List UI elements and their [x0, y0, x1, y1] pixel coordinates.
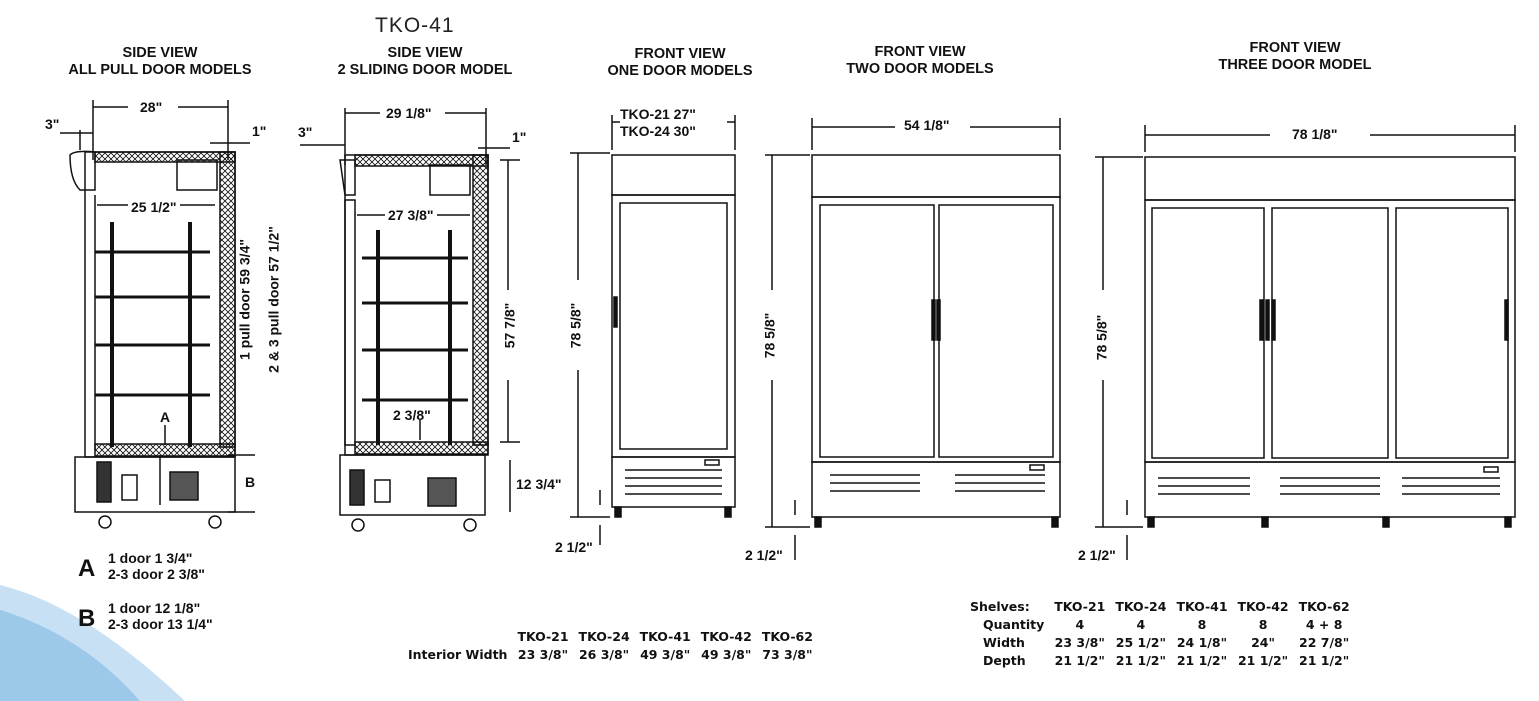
table-cell: 4 + 8: [1305, 617, 1343, 632]
table-cell: 23 3/8": [1054, 635, 1105, 650]
table-header: TKO-41: [639, 629, 691, 644]
table-header: TKO-21: [1054, 599, 1106, 614]
model-title: TKO-41: [375, 14, 455, 37]
note-b-line1: 1 door 12 1/8": [108, 600, 201, 616]
header-line: THREE DOOR MODEL: [1218, 57, 1372, 73]
header-side-pull: SIDE VIEW ALL PULL DOOR MODELS: [40, 45, 280, 79]
shelves-title: Shelves:: [970, 599, 1030, 614]
front-three-leg: 2 1/2": [1078, 547, 1116, 563]
table-cell: 21 1/2": [1176, 653, 1228, 668]
table-header: TKO-42: [1237, 599, 1289, 614]
table-cell: 73 3/8": [762, 647, 813, 662]
table-cell: 22 7/8": [1299, 635, 1350, 650]
table-row: Quantity 4 4 8 8 4 + 8: [965, 616, 1355, 634]
table-header: TKO-24: [578, 629, 630, 644]
note-a-line1: 1 door 1 3/4": [108, 550, 193, 566]
header-front-three: FRONT VIEW THREE DOOR MODEL: [1190, 40, 1400, 74]
header-line: SIDE VIEW: [122, 45, 198, 61]
table-header: TKO-21: [517, 629, 569, 644]
table-cell: 21 1/2": [1054, 653, 1105, 668]
row-label: Depth: [983, 653, 1026, 668]
table-header: TKO-41: [1176, 599, 1228, 614]
side-pull-depth: 28": [140, 99, 163, 115]
shelves-table: Shelves: TKO-21 TKO-24 TKO-41 TKO-42 TKO…: [965, 598, 1355, 670]
table-header: TKO-62: [761, 629, 813, 644]
front-three-height: 78 5/8": [1093, 314, 1110, 361]
table-cell: 4: [1075, 617, 1085, 632]
header-line: 2 SLIDING DOOR MODEL: [337, 62, 513, 78]
note-a-text: 1 door 1 3/4" 2-3 door 2 3/8": [108, 550, 205, 582]
header-line: FRONT VIEW: [1249, 40, 1341, 56]
table-cell: 24 1/8": [1176, 635, 1228, 650]
header-line: TWO DOOR MODELS: [846, 61, 994, 77]
side-sliding-interior-depth: 27 3/8": [385, 208, 437, 223]
side-sliding-depth: 29 1/8": [386, 105, 432, 121]
table-header: TKO-42: [700, 629, 752, 644]
table-row: TKO-21 TKO-24 TKO-41 TKO-42 TKO-62: [403, 628, 818, 646]
row-label: Interior Width: [408, 647, 508, 662]
note-b-text: 1 door 12 1/8" 2-3 door 13 1/4": [108, 600, 213, 632]
header-line: SIDE VIEW: [387, 45, 463, 61]
note-b-letter: B: [78, 605, 96, 632]
side-sliding-front-offset: 3": [298, 124, 313, 140]
table-header: TKO-62: [1298, 599, 1350, 614]
interior-width-table: TKO-21 TKO-24 TKO-41 TKO-42 TKO-62 Inter…: [403, 628, 818, 664]
header-line: ALL PULL DOOR MODELS: [68, 62, 252, 78]
front-one-width-1: TKO-21 27": [620, 106, 696, 122]
note-a-line2: 2-3 door 2 3/8": [108, 566, 205, 582]
table-header: TKO-24: [1115, 599, 1167, 614]
side-pull-label-a: A: [160, 409, 171, 425]
table-cell: 23 3/8": [517, 647, 569, 662]
header-front-one: FRONT VIEW ONE DOOR MODELS: [585, 46, 775, 80]
header-front-two: FRONT VIEW TWO DOOR MODELS: [820, 44, 1020, 78]
side-pull-interior-depth: 25 1/2": [128, 200, 180, 215]
table-cell: 21 1/2": [1237, 653, 1289, 668]
side-sliding-back-offset: 1": [512, 129, 527, 145]
table-cell: 49 3/8": [701, 647, 752, 662]
table-cell: 21 1/2": [1299, 653, 1350, 668]
table-cell: 24": [1251, 635, 1276, 650]
table-row: Depth 21 1/2" 21 1/2" 21 1/2" 21 1/2" 21…: [965, 652, 1355, 670]
front-one-leg: 2 1/2": [555, 539, 593, 555]
table-cell: 4: [1136, 617, 1146, 632]
side-sliding-bottom-offset: 2 3/8": [393, 407, 431, 423]
header-line: ONE DOOR MODELS: [607, 63, 753, 79]
table-row: Width 23 3/8" 25 1/2" 24 1/8" 24" 22 7/8…: [965, 634, 1355, 652]
front-two-leg: 2 1/2": [745, 547, 783, 563]
table-cell: [403, 628, 512, 646]
header-side-sliding: SIDE VIEW 2 SLIDING DOOR MODEL: [300, 45, 550, 79]
row-label: Width: [983, 635, 1025, 650]
table-cell: 21 1/2": [1115, 653, 1166, 668]
front-one-width-2: TKO-24 30": [620, 123, 696, 139]
side-pull-front-offset: 3": [45, 116, 60, 132]
front-three-width: 78 1/8": [1292, 126, 1338, 142]
note-a-letter: A: [78, 555, 96, 582]
table-cell: 8: [1197, 617, 1207, 632]
side-pull-back-offset: 1": [252, 123, 267, 139]
note-b-line2: 2-3 door 13 1/4": [108, 616, 213, 632]
table-row: Interior Width 23 3/8" 26 3/8" 49 3/8" 4…: [403, 646, 818, 664]
table-cell: 26 3/8": [578, 647, 630, 662]
table-cell: 8: [1258, 617, 1268, 632]
row-label: Quantity: [983, 617, 1045, 632]
front-two-width: 54 1/8": [904, 117, 950, 133]
table-cell: 25 1/2": [1115, 635, 1166, 650]
header-line: FRONT VIEW: [634, 46, 726, 62]
header-line: FRONT VIEW: [874, 44, 966, 60]
side-sliding-base-height: 12 3/4": [516, 476, 562, 492]
table-row: Shelves: TKO-21 TKO-24 TKO-41 TKO-42 TKO…: [965, 598, 1355, 616]
side-pull-label-b: B: [245, 474, 256, 490]
table-cell: 49 3/8": [640, 647, 691, 662]
